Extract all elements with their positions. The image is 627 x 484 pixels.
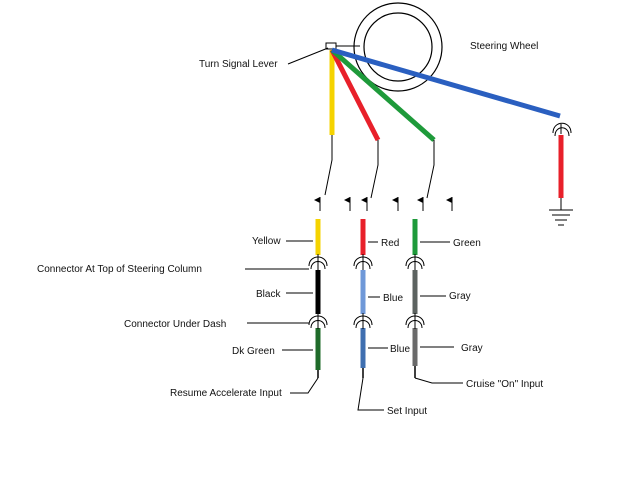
label-connector-dash: Connector Under Dash [124,319,226,330]
turn-signal-lever-icon [325,42,360,50]
wire-red-upper [329,48,381,142]
connector-under-dash-icons [308,313,425,329]
label-connector-top: Connector At Top of Steering Column [37,264,202,275]
steering-wheel-label: Steering Wheel [470,41,538,52]
label-red: Red [381,238,399,249]
label-black: Black [256,289,281,300]
label-green: Green [453,238,481,249]
thin-wire-yellow [324,135,333,196]
turn-signal-lever-label: Turn Signal Lever [199,59,278,70]
ground-connector-top [552,122,572,134]
steering-wheel-icon [353,2,443,92]
turn-signal-leader-line [287,47,329,65]
connector-top-column-icons [308,254,425,270]
label-gray-lower: Gray [461,343,483,354]
label-dk-green: Dk Green [232,346,275,357]
leader-lines [245,240,463,411]
label-yellow: Yellow [252,236,281,247]
label-resume-accelerate: Resume Accelerate Input [170,388,282,399]
label-set-input: Set Input [387,406,427,417]
label-blue-upper: Blue [383,293,403,304]
ground-symbol-icon [549,198,573,226]
wire-blue-upper [331,47,561,119]
thin-wire-red [370,140,379,199]
wire-green-upper [330,48,436,142]
label-gray-upper: Gray [449,291,471,302]
label-cruise-on: Cruise "On" Input [466,379,543,390]
thin-wire-green [426,140,435,199]
label-blue-lower: Blue [390,344,410,355]
switch-flag-icons [314,197,453,211]
